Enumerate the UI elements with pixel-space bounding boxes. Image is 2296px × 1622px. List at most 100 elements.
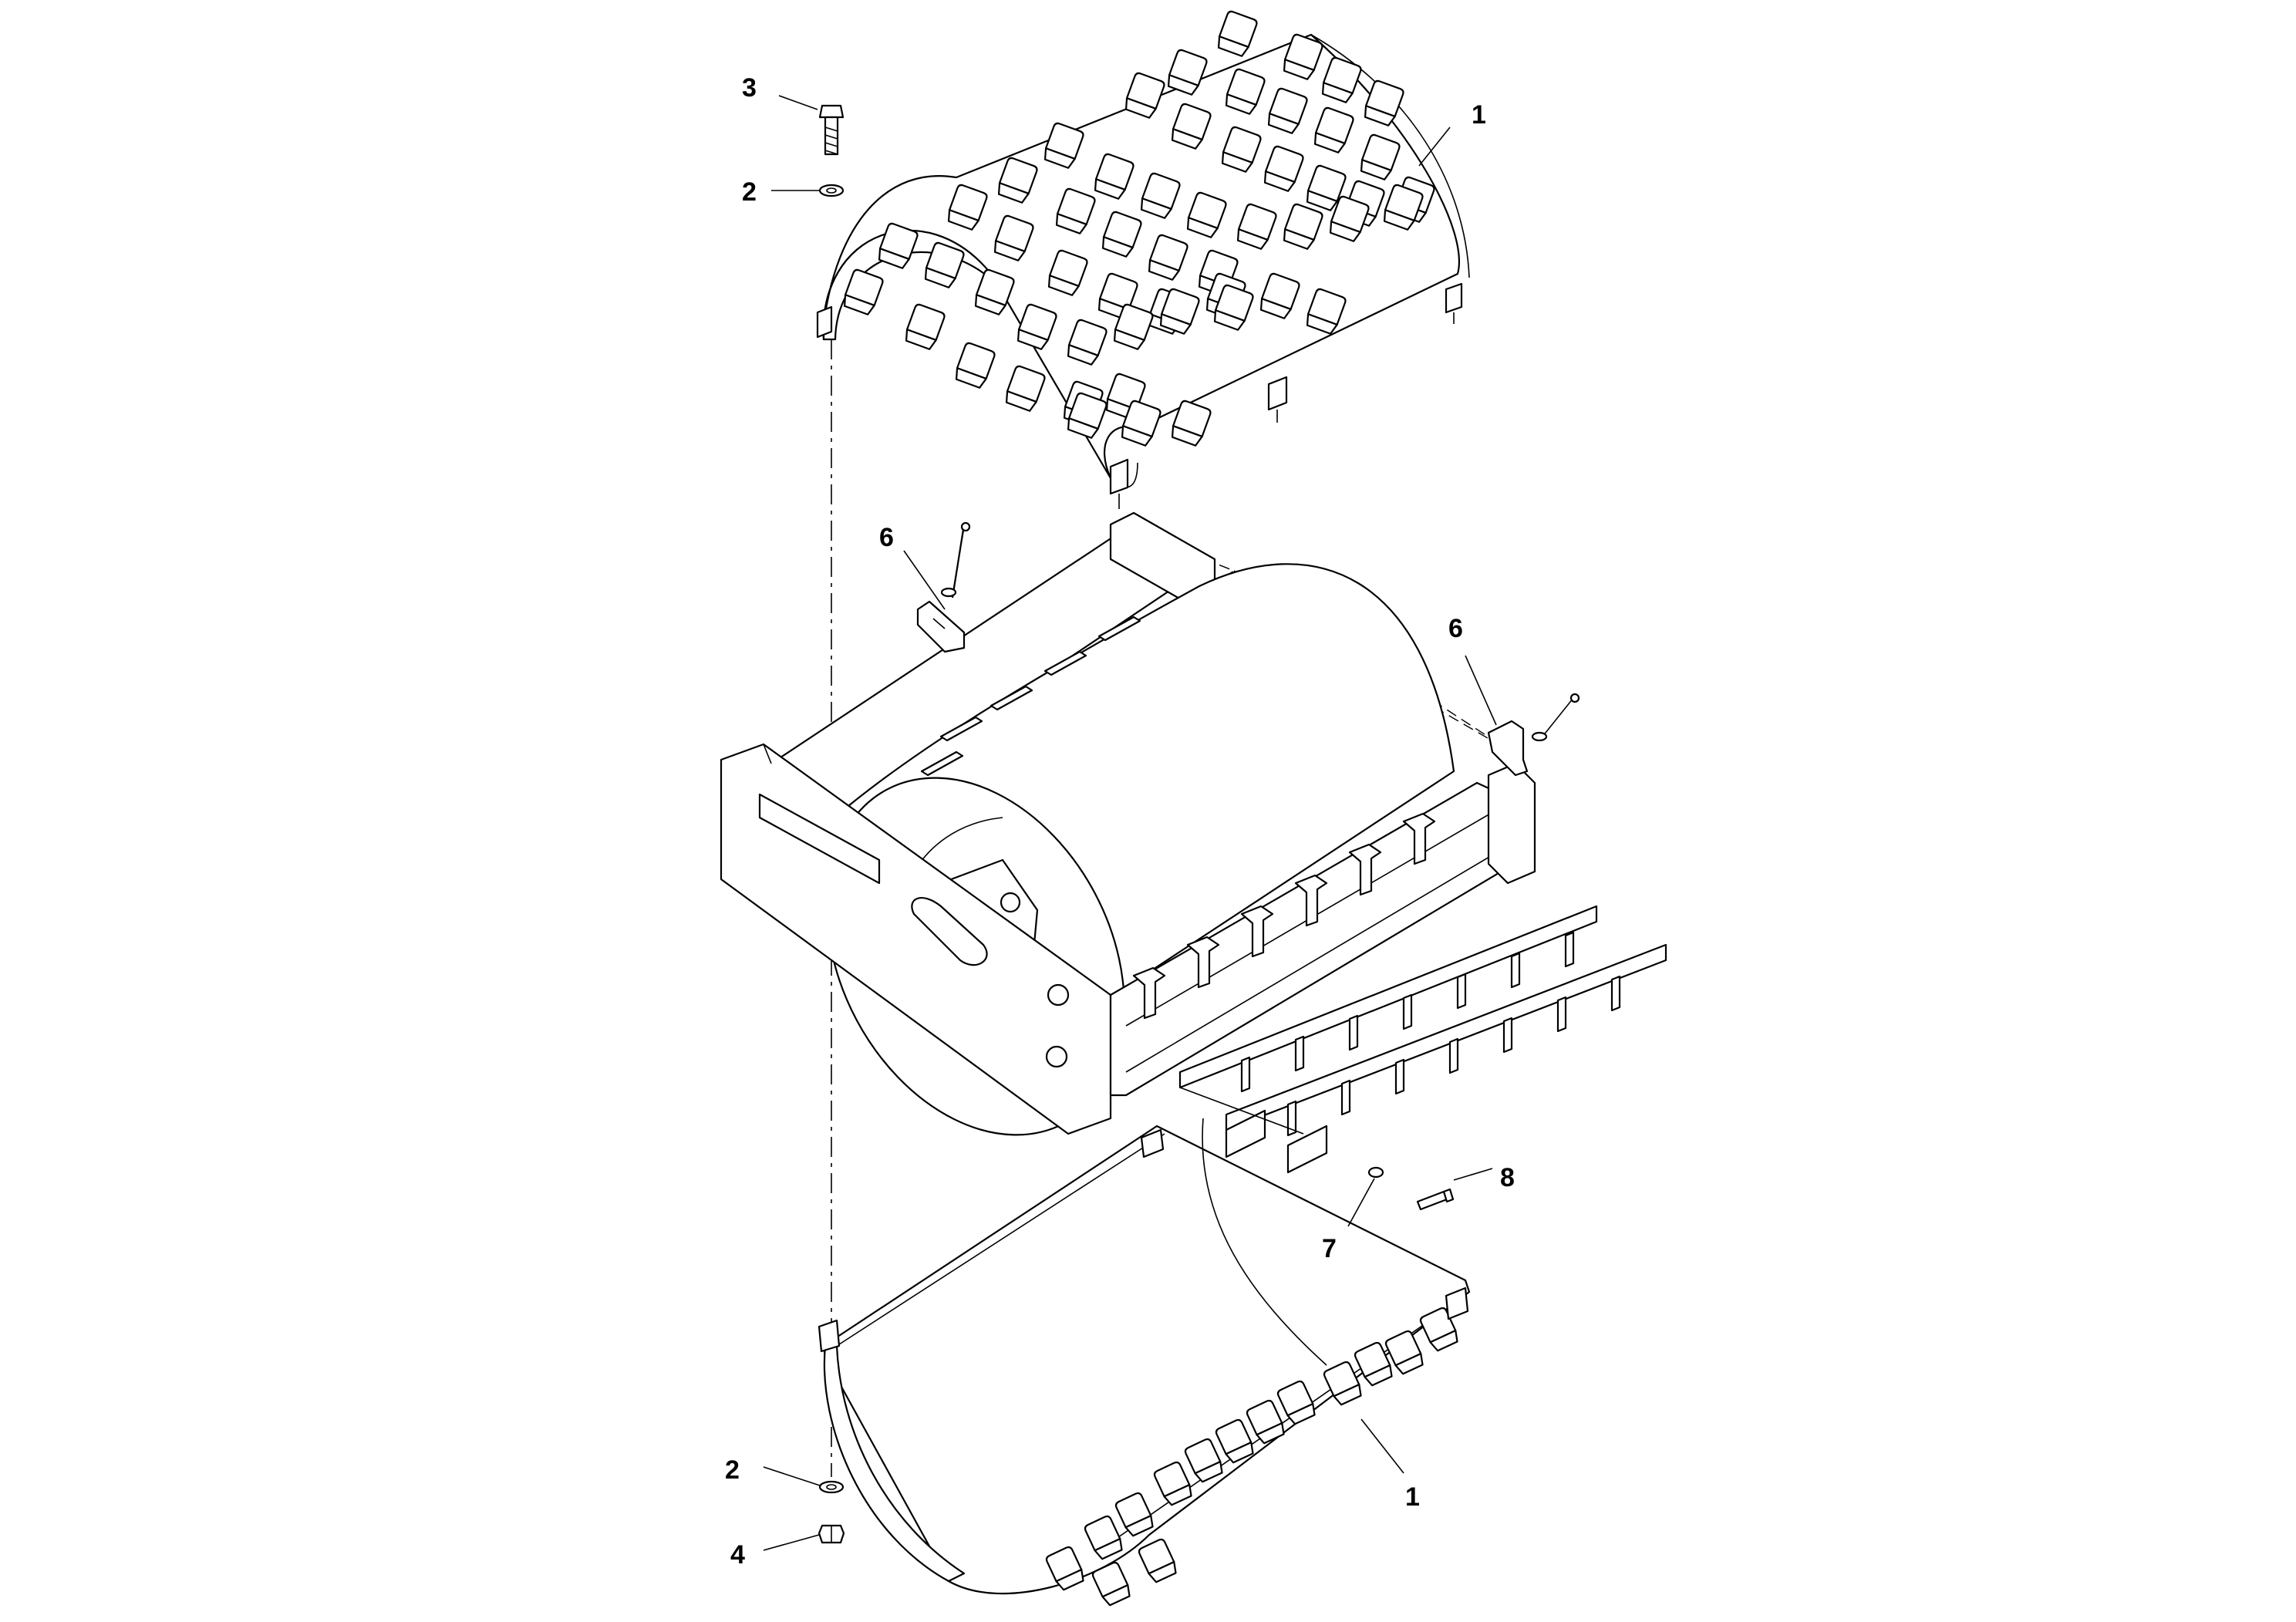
padfoot-tooth <box>1267 87 1308 134</box>
padfoot-tooth <box>1121 400 1161 447</box>
padfoot-tooth <box>1323 1361 1362 1406</box>
blade-tooth <box>1340 1079 1351 1116</box>
nut-part-4 <box>818 1524 845 1544</box>
beam-scraper-clips <box>1132 812 1436 1020</box>
padfoot-tooth <box>1364 79 1404 126</box>
padfoot-tooth <box>1043 122 1084 169</box>
scraper-blade-upper <box>1178 905 1598 1089</box>
padfoot-tooth <box>1221 126 1262 173</box>
beam-clip <box>1402 812 1436 865</box>
padfoot-tooth <box>1360 133 1401 180</box>
callout-numbers: 1 3 2 6 6 8 7 2 4 1 <box>725 73 1515 1570</box>
padfoot-tooth <box>1306 164 1347 211</box>
plate-clip <box>1097 615 1141 642</box>
blade-tooth <box>1394 1058 1405 1095</box>
padfoot-tooth <box>1184 1438 1223 1483</box>
beam-clip <box>1132 966 1166 1020</box>
beam-clip <box>1186 936 1220 989</box>
callout-3: 3 <box>742 73 757 103</box>
padfoot-tooth <box>993 214 1034 261</box>
padfoot-tooth <box>1419 1307 1458 1352</box>
blade-tooth <box>1556 996 1567 1033</box>
padfoot-tooth <box>1113 303 1154 350</box>
padfoot-tooth <box>947 184 988 231</box>
padfoot-tooth <box>1213 284 1254 331</box>
padfoot-tooth <box>1259 272 1300 319</box>
padfoot-tooth <box>1225 68 1266 115</box>
padfoot-tooth <box>1263 145 1304 192</box>
padfoot-tooth <box>1067 319 1108 366</box>
padfoot-tooth <box>1055 187 1096 234</box>
callout-2-top: 2 <box>742 177 757 207</box>
padfoot-tooth <box>1167 49 1208 96</box>
bolt-part-8 <box>1416 1188 1455 1211</box>
upper-shell-mounting-lugs <box>816 282 1463 509</box>
beam-clip <box>1348 843 1382 896</box>
padfoot-tooth <box>1354 1341 1393 1387</box>
plate-clip <box>990 685 1033 711</box>
scraper-clip-part-6-left <box>916 521 971 653</box>
blade-tooth <box>1402 993 1413 1030</box>
callout-leader-lines <box>763 95 1497 1551</box>
washer-part-2-bottom <box>818 1480 845 1494</box>
padfoot-tooth <box>1114 1492 1154 1537</box>
upper-shell-padfoot-teeth <box>843 10 1435 447</box>
frame-plate-clips <box>920 615 1141 777</box>
padfoot-tooth <box>1215 1418 1254 1464</box>
beam-clip <box>1294 874 1328 927</box>
bolt-part-3 <box>818 104 845 156</box>
plate-clip <box>920 750 964 777</box>
padfoot-tooth <box>1246 1399 1285 1445</box>
padfoot-tooth <box>1094 153 1135 200</box>
callout-4: 4 <box>730 1540 745 1570</box>
padfoot-tooth <box>1306 288 1347 335</box>
padfoot-tooth <box>1148 234 1188 281</box>
padfoot-tooth <box>843 268 884 315</box>
blade-tooth <box>1286 1100 1297 1137</box>
blade-tooth <box>1502 1017 1513 1054</box>
blade-tooth <box>1456 973 1467 1010</box>
plate-clip <box>939 716 983 742</box>
padfoot-tooth <box>1383 184 1424 231</box>
callout-1-top: 1 <box>1472 100 1486 130</box>
padfoot-tooth <box>1384 1330 1424 1375</box>
padfoot-tooth <box>1124 72 1165 119</box>
plate-clip <box>1043 650 1087 676</box>
padfoot-tooth <box>1140 172 1181 219</box>
callout-2-bottom: 2 <box>725 1455 740 1485</box>
padfoot-tooth <box>924 241 965 288</box>
padfoot-tooth <box>1276 1380 1316 1425</box>
lower-shell-padfoot-teeth <box>1045 1307 1458 1607</box>
padfoot-tooth <box>1005 365 1046 412</box>
lower-shell-mounting-lugs <box>818 1128 1469 1353</box>
padfoot-tooth <box>905 303 946 350</box>
padfoot-tooth <box>1017 303 1057 350</box>
blade-tooth <box>1610 975 1621 1012</box>
padfoot-tooth <box>974 268 1015 315</box>
callout-1-bottom: 1 <box>1405 1482 1420 1512</box>
scraper-blade-bars <box>1179 1087 1328 1174</box>
padfoot-tooth <box>1138 1538 1177 1583</box>
padfoot-tooth <box>1283 33 1323 80</box>
padfoot-tooth <box>1236 203 1277 250</box>
padfoot-tooth <box>1153 1461 1192 1506</box>
padfoot-tooth <box>955 342 996 389</box>
padfoot-tooth <box>1047 249 1088 296</box>
padfoot-tooth <box>1159 288 1200 335</box>
padfoot-tooth <box>1217 10 1258 57</box>
scraper-blade-upper-teeth <box>1240 931 1575 1093</box>
padfoot-tooth <box>1313 106 1354 153</box>
callout-7: 7 <box>1322 1234 1337 1263</box>
padfoot-tooth <box>1101 211 1142 258</box>
callout-6-right: 6 <box>1448 614 1463 643</box>
scraper-clip-part-6-right <box>1487 693 1580 777</box>
padfoot-tooth <box>878 222 919 269</box>
scraper-blade-lower <box>1225 943 1667 1131</box>
padfoot-tooth <box>1283 203 1323 250</box>
beam-clip <box>1240 905 1274 958</box>
washer-part-2-top <box>818 184 845 197</box>
blade-tooth <box>1564 931 1575 968</box>
blade-tooth <box>1348 1014 1359 1051</box>
padfoot-tooth <box>997 157 1038 204</box>
